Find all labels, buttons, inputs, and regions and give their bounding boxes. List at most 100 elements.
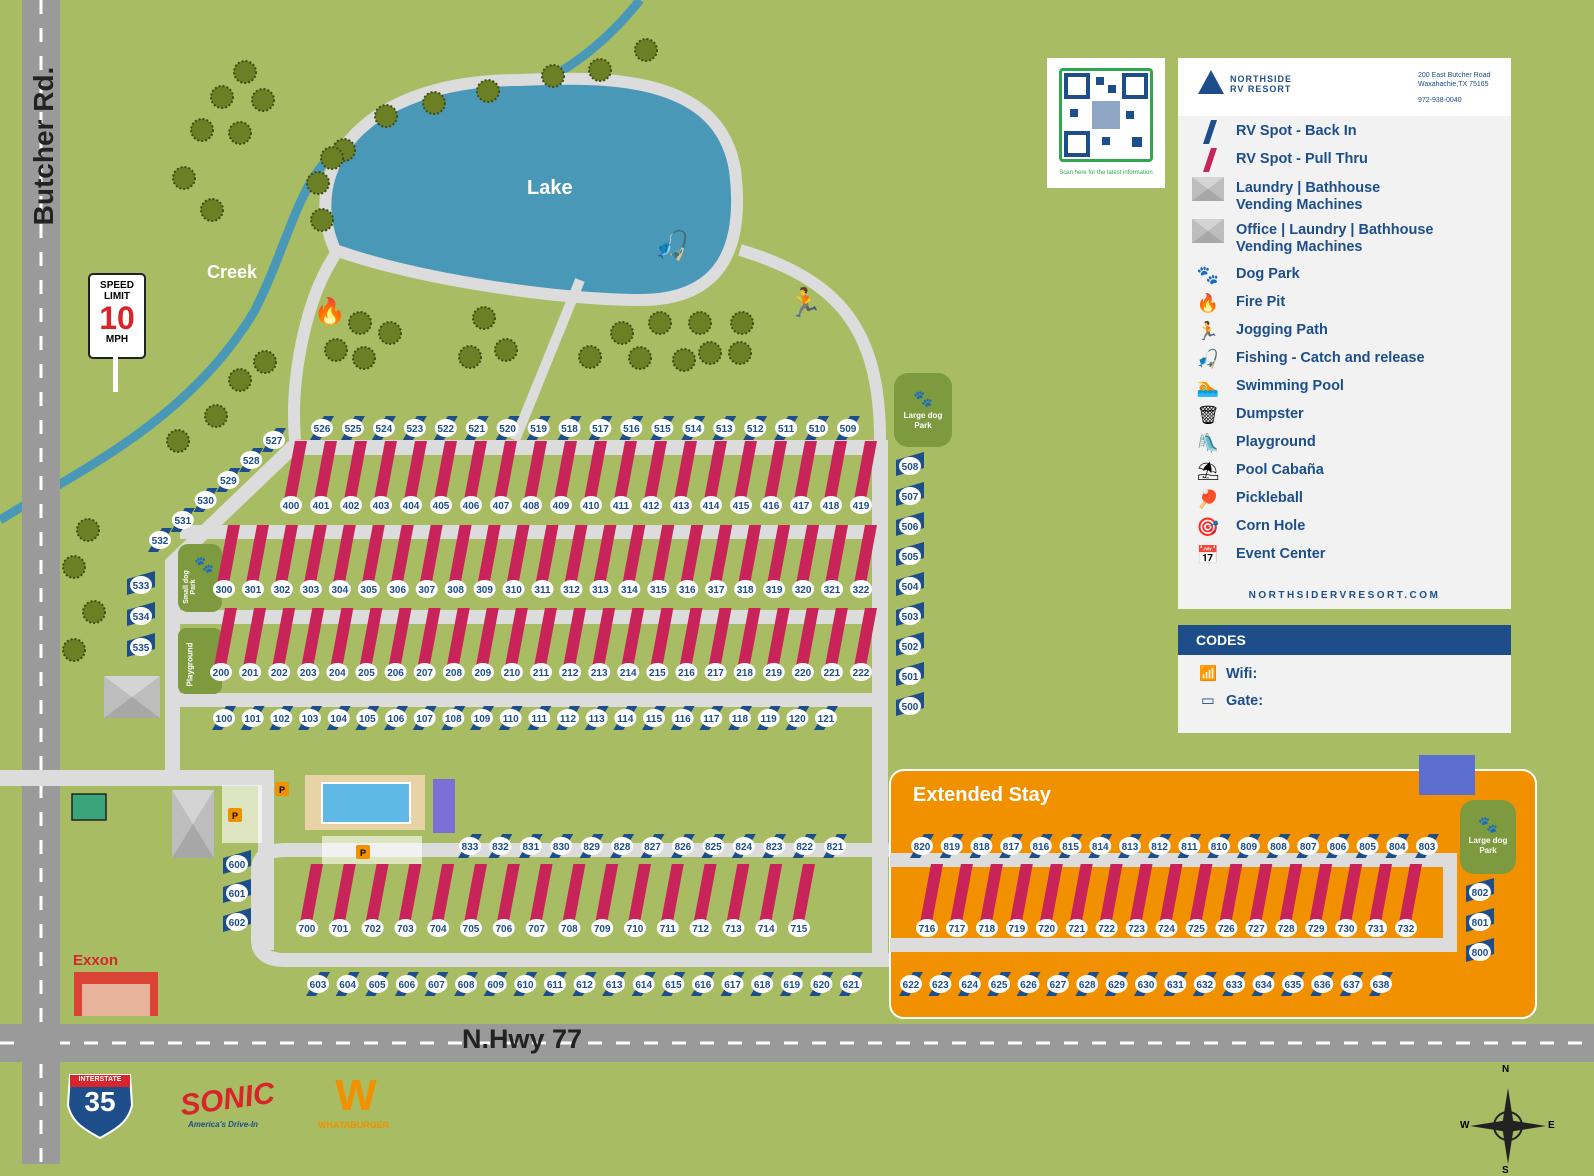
pull-thru-site[interactable] [329, 608, 354, 672]
pull-thru-site[interactable] [627, 864, 651, 928]
qr-code[interactable] [1059, 68, 1153, 162]
pull-thru-site[interactable] [948, 864, 973, 928]
pull-thru-site[interactable] [533, 608, 557, 672]
pull-thru-site[interactable] [1248, 864, 1273, 928]
pull-thru-site[interactable] [463, 441, 487, 505]
pull-thru-site[interactable] [416, 608, 441, 672]
pull-thru-site[interactable] [707, 608, 732, 672]
pull-thru-site[interactable] [271, 608, 296, 672]
pull-thru-site[interactable] [594, 864, 619, 928]
pull-thru-site[interactable] [1338, 864, 1363, 928]
pull-thru-site[interactable] [1128, 864, 1153, 928]
pull-thru-site[interactable] [476, 525, 501, 589]
pull-thru-site[interactable] [591, 608, 616, 672]
pull-thru-site[interactable] [360, 525, 385, 589]
pull-thru-site[interactable] [302, 525, 327, 589]
pull-thru-site[interactable] [1038, 864, 1063, 928]
pull-thru-site[interactable] [823, 441, 847, 505]
pull-thru-site[interactable] [1308, 864, 1333, 928]
pull-thru-site[interactable] [445, 608, 470, 672]
pull-thru-site[interactable] [1368, 864, 1393, 928]
pull-thru-site[interactable] [373, 441, 397, 505]
pull-thru-site[interactable] [592, 525, 617, 589]
pull-thru-site[interactable] [1008, 864, 1033, 928]
pull-thru-site[interactable] [703, 441, 727, 505]
pull-thru-site[interactable] [1098, 864, 1123, 928]
pull-thru-site[interactable] [613, 441, 637, 505]
pull-thru-site[interactable] [503, 608, 528, 672]
pull-thru-site[interactable] [495, 864, 520, 928]
pull-thru-site[interactable] [763, 441, 787, 505]
pull-thru-site[interactable] [474, 608, 499, 672]
pull-thru-site[interactable] [216, 525, 240, 589]
pull-thru-site[interactable] [1218, 864, 1243, 928]
pull-thru-site[interactable] [853, 441, 877, 505]
pull-thru-site[interactable] [561, 864, 586, 928]
website-url[interactable]: NORTHSIDERVRESORT.COM [1248, 590, 1441, 601]
pull-thru-site[interactable] [273, 525, 298, 589]
pull-thru-site[interactable] [978, 864, 1003, 928]
pull-thru-site[interactable] [853, 525, 877, 589]
pull-thru-site[interactable] [397, 864, 422, 928]
pull-thru-site[interactable] [389, 525, 414, 589]
pull-thru-site[interactable] [562, 608, 587, 672]
pull-thru-site[interactable] [791, 864, 815, 928]
pull-thru-site[interactable] [643, 441, 667, 505]
pull-thru-site[interactable] [736, 608, 761, 672]
pull-thru-site[interactable] [331, 525, 356, 589]
pull-thru-site[interactable] [673, 441, 697, 505]
pull-thru-site[interactable] [1188, 864, 1213, 928]
pull-thru-site[interactable] [1068, 864, 1093, 928]
pull-thru-site[interactable] [463, 864, 487, 928]
pull-thru-site[interactable] [387, 608, 412, 672]
pull-thru-site[interactable] [1278, 864, 1303, 928]
pull-thru-site[interactable] [553, 441, 577, 505]
pull-thru-site[interactable] [650, 525, 675, 589]
pull-thru-site[interactable] [649, 608, 674, 672]
pull-thru-site[interactable] [1158, 864, 1183, 928]
pull-thru-site[interactable] [794, 608, 819, 672]
pull-thru-site[interactable] [418, 525, 443, 589]
pull-thru-site[interactable] [620, 608, 645, 672]
pull-thru-site[interactable] [758, 864, 783, 928]
pull-thru-site[interactable] [523, 441, 547, 505]
pull-thru-site[interactable] [528, 864, 553, 928]
pull-thru-site[interactable] [358, 608, 383, 672]
pull-thru-site[interactable] [430, 864, 455, 928]
pull-thru-site[interactable] [403, 441, 427, 505]
pull-thru-site[interactable] [583, 441, 607, 505]
pull-thru-site[interactable] [433, 441, 457, 505]
pull-thru-site[interactable] [919, 864, 943, 928]
pull-thru-site[interactable] [692, 864, 717, 928]
pull-thru-site[interactable] [1398, 864, 1422, 928]
pull-thru-site[interactable] [447, 525, 472, 589]
pull-thru-site[interactable] [725, 864, 750, 928]
pull-thru-site[interactable] [534, 525, 559, 589]
pull-thru-site[interactable] [733, 441, 757, 505]
pull-thru-site[interactable] [213, 608, 237, 672]
pull-thru-site[interactable] [364, 864, 389, 928]
pull-thru-site[interactable] [679, 525, 704, 589]
pull-thru-site[interactable] [793, 441, 817, 505]
pull-thru-site[interactable] [505, 525, 530, 589]
pull-thru-site[interactable] [678, 608, 703, 672]
pull-thru-site[interactable] [621, 525, 646, 589]
pull-thru-site[interactable] [244, 525, 269, 589]
pull-thru-site[interactable] [737, 525, 762, 589]
pull-thru-site[interactable] [300, 608, 325, 672]
pull-thru-site[interactable] [313, 441, 337, 505]
pull-thru-site[interactable] [331, 864, 356, 928]
pull-thru-site[interactable] [563, 525, 588, 589]
pull-thru-site[interactable] [299, 864, 323, 928]
pull-thru-site[interactable] [824, 525, 849, 589]
pull-thru-site[interactable] [659, 864, 684, 928]
pull-thru-site[interactable] [766, 525, 791, 589]
pull-thru-site[interactable] [493, 441, 517, 505]
pull-thru-site[interactable] [765, 608, 790, 672]
pull-thru-site[interactable] [795, 525, 820, 589]
qr-code-panel[interactable]: Scan here for the latest information [1047, 58, 1165, 188]
pull-thru-site[interactable] [283, 441, 307, 505]
pull-thru-site[interactable] [708, 525, 733, 589]
pull-thru-site[interactable] [343, 441, 367, 505]
pull-thru-site[interactable] [823, 608, 848, 672]
